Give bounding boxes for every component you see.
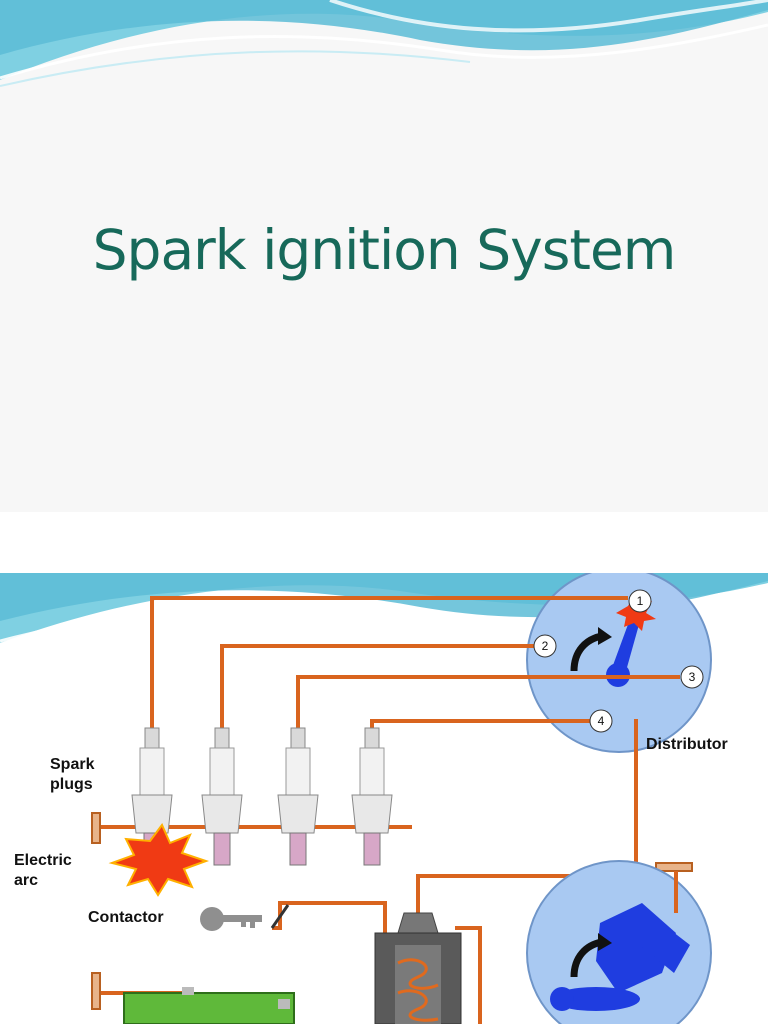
terminal-1-label: 1 — [637, 594, 644, 608]
arrow-head-icon — [598, 627, 612, 645]
terminal-1 — [628, 589, 652, 613]
key-icon — [200, 907, 262, 931]
electric-arc-icon — [108, 823, 210, 897]
breaker-cam — [550, 903, 690, 1011]
distributor-label: Distributor — [646, 736, 728, 753]
ignition-wires — [100, 596, 680, 1024]
terminal-2 — [533, 634, 557, 658]
spark-plugs-label-line1: Spark — [50, 756, 95, 773]
terminal-2-label: 2 — [542, 639, 549, 653]
arrow-head-icon — [598, 933, 612, 951]
spark-plug-3 — [277, 727, 319, 866]
header-wave-decoration — [0, 0, 768, 87]
ignition-coil — [374, 912, 462, 1024]
electric-arc-label-line2: arc — [14, 872, 39, 889]
terminal-3-label: 3 — [689, 670, 696, 684]
spark-plugs-label-line2: plugs — [50, 776, 93, 793]
battery — [123, 987, 295, 1024]
ground-symbol-icon — [91, 812, 693, 1010]
terminal-3 — [680, 665, 704, 689]
contactor-switch — [270, 904, 290, 929]
terminal-4-label: 4 — [598, 714, 605, 728]
slide-title: Spark ignition System — [92, 218, 677, 282]
spark-plugs-label: Spark plugs — [50, 755, 94, 795]
contactor-label: Contactor — [88, 909, 164, 926]
diagram-slide: 1 2 3 4 Spark plugs Electric arc Contact… — [0, 573, 768, 1024]
electric-arc-label: Electric arc — [14, 851, 72, 891]
electric-arc-label-line1: Electric — [14, 852, 72, 869]
ignition-diagram: 1 2 3 4 — [91, 573, 712, 1024]
spark-plug-2 — [201, 727, 243, 866]
title-slide: Spark ignition System — [0, 0, 768, 282]
spark-plug-4 — [351, 727, 393, 866]
terminal-4 — [589, 709, 613, 733]
